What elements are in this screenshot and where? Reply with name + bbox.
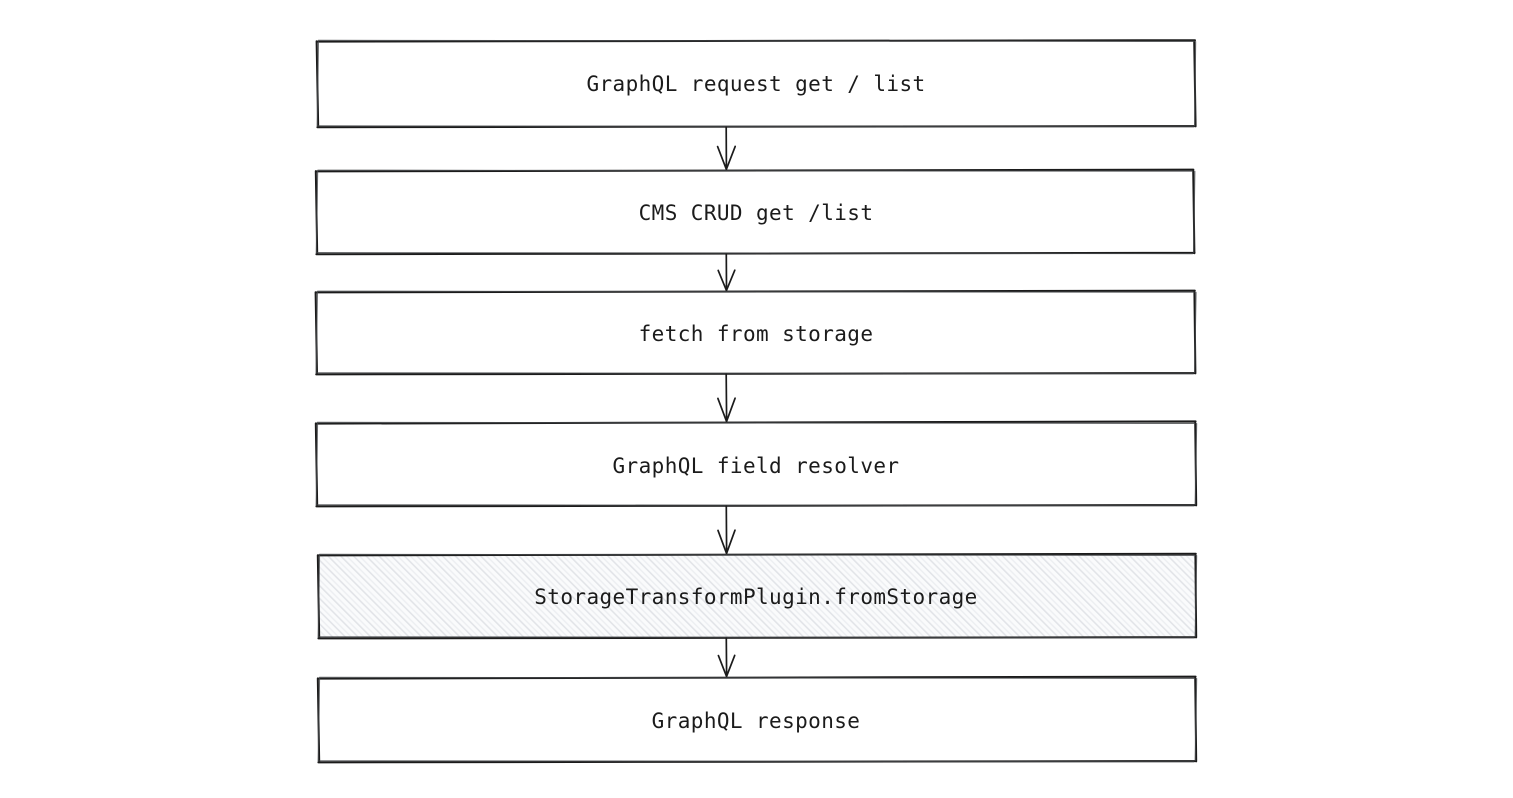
node-fetch-from-storage[interactable]	[314, 289, 1197, 376]
node-graphql-field-resolver[interactable]	[314, 420, 1198, 508]
node-graphql-request[interactable]	[315, 39, 1197, 129]
edge-cms-crud-to-fetch-from-storage	[717, 253, 736, 292]
node-graphql-response[interactable]	[316, 675, 1198, 764]
node-storage-transform-plugin[interactable]	[316, 552, 1198, 640]
highlight-hatch-fill	[318, 554, 1196, 638]
node-cms-crud[interactable]	[314, 168, 1196, 256]
edge-fetch-from-storage-to-graphql-field-resolver	[717, 373, 736, 423]
edge-storage-transform-plugin-to-graphql-response	[717, 637, 736, 678]
edge-graphql-request-to-cms-crud	[716, 126, 737, 171]
edge-graphql-field-resolver-to-storage-transform-plugin	[717, 505, 736, 555]
